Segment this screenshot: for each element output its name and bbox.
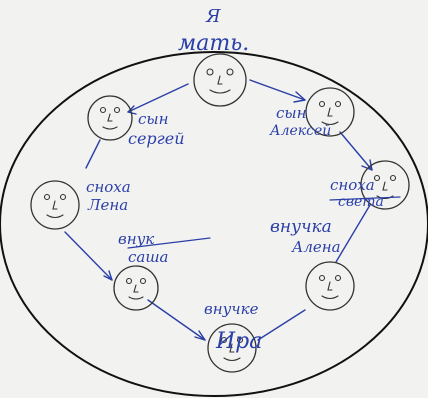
face-mother: [194, 54, 246, 106]
arrow-lena-to-sasha: [65, 232, 112, 280]
label-sergei-2: сергей: [128, 129, 185, 148]
arrow-sergei-to-lena: [86, 140, 100, 168]
arrow-mother-to-alexei: [250, 80, 305, 100]
face-alena: [306, 262, 354, 310]
face-sergei: [88, 96, 132, 140]
face-sasha: [114, 266, 158, 310]
arrow-sasha-to-ira: [148, 300, 205, 340]
title-line2: мать.: [178, 31, 249, 56]
face-lena: [31, 181, 79, 229]
arrowhead-ira: [195, 331, 205, 340]
title-line1: Я: [205, 6, 221, 27]
label-ira-1: внучке: [204, 300, 259, 318]
outer-circle: [0, 52, 428, 396]
label-alena-1: внучка: [270, 217, 332, 237]
arrow-alena-to-ira: [258, 310, 305, 340]
label-sasha-2: саша: [128, 248, 169, 266]
label-alexei-1: сын: [276, 104, 307, 122]
label-alexei-2: Алексей: [269, 123, 331, 139]
label-alena-2: Алена: [291, 238, 341, 256]
label-sergei-1: сын: [138, 110, 169, 128]
arrow-alexei-to-sveta: [340, 132, 372, 170]
label-lena-1: сноха: [86, 178, 131, 196]
arrow-mother-to-sergei: [128, 84, 188, 112]
label-sveta-1: сноха: [330, 176, 375, 194]
label-sveta-2: света: [338, 194, 384, 210]
arrow-sveta-to-alena: [336, 205, 370, 262]
label-ira-2: Ира: [215, 329, 262, 354]
label-lena-2: Лена: [87, 196, 128, 214]
